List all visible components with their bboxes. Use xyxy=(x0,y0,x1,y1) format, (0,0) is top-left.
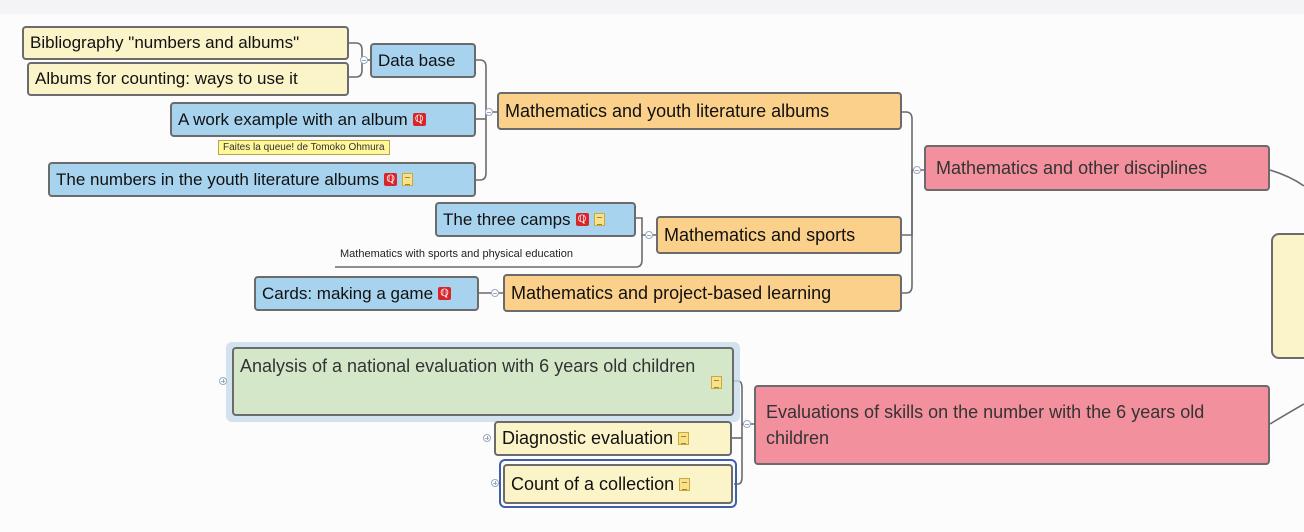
node-albums-counting[interactable]: Albums for counting: ways to use it xyxy=(27,62,349,96)
link-sports-caption xyxy=(335,235,643,268)
node-evaluations[interactable]: Evaluations of skills on the number with… xyxy=(754,385,1270,465)
node-analysis[interactable]: Analysis of a national evaluation with 6… xyxy=(232,347,734,416)
link-data-base xyxy=(476,59,497,113)
node-diagnostic[interactable]: Diagnostic evaluation xyxy=(494,421,732,456)
link-math-project xyxy=(902,170,913,294)
expand-icon[interactable] xyxy=(219,377,227,385)
link-math-youth xyxy=(902,111,924,171)
expand-icon[interactable] xyxy=(491,479,499,487)
node-math-youth-albums[interactable]: Mathematics and youth literature albums xyxy=(497,92,902,130)
note-icon[interactable] xyxy=(679,477,691,491)
collapse-icon[interactable] xyxy=(645,231,653,239)
node-work-example[interactable]: A work example with an album ℚ xyxy=(170,102,476,137)
node-bibliography[interactable]: Bibliography "numbers and albums" xyxy=(22,26,349,60)
node-cards-game[interactable]: Cards: making a game ℚ xyxy=(254,276,479,311)
node-numbers-youth[interactable]: The numbers in the youth literature albu… xyxy=(48,162,476,197)
collapse-icon[interactable] xyxy=(913,166,921,174)
node-count-collection[interactable]: Count of a collection xyxy=(503,464,733,504)
pdf-attachment-icon[interactable]: ℚ xyxy=(384,173,398,186)
note-icon[interactable] xyxy=(402,173,414,186)
link-numbers-youth xyxy=(476,112,487,181)
root-topic-partial[interactable] xyxy=(1271,233,1304,359)
pdf-attachment-icon[interactable]: ℚ xyxy=(438,287,452,300)
collapse-icon[interactable] xyxy=(491,289,499,297)
node-three-camps[interactable]: The three camps ℚ xyxy=(435,202,636,237)
link-albums-counting xyxy=(349,60,363,78)
caption-sports: Mathematics with sports and physical edu… xyxy=(340,248,573,260)
pdf-attachment-icon[interactable]: ℚ xyxy=(412,113,426,126)
link-bibliography xyxy=(349,42,370,61)
node-math-other[interactable]: Mathematics and other disciplines xyxy=(924,145,1270,191)
top-band xyxy=(0,0,1304,14)
collapse-icon[interactable] xyxy=(485,108,493,116)
node-data-base[interactable]: Data base xyxy=(370,43,476,78)
link-count xyxy=(734,424,743,485)
expand-icon[interactable] xyxy=(483,434,491,442)
link-math-sports xyxy=(902,170,913,236)
pdf-attachment-icon[interactable]: ℚ xyxy=(575,213,589,226)
collapse-icon[interactable] xyxy=(360,56,368,64)
link-math-other-root xyxy=(1269,169,1304,187)
selection-frame xyxy=(499,459,737,508)
link-evaluations-root xyxy=(1269,403,1304,425)
node-math-project[interactable]: Mathematics and project-based learning xyxy=(503,274,902,312)
collapse-icon[interactable] xyxy=(743,420,751,428)
note-icon[interactable] xyxy=(593,213,605,226)
tooltip-work-example: Faites la queue! de Tomoko Ohmura xyxy=(218,140,390,155)
note-icon[interactable] xyxy=(711,376,722,389)
node-math-sports[interactable]: Mathematics and sports xyxy=(656,216,902,254)
note-icon[interactable] xyxy=(678,432,690,445)
